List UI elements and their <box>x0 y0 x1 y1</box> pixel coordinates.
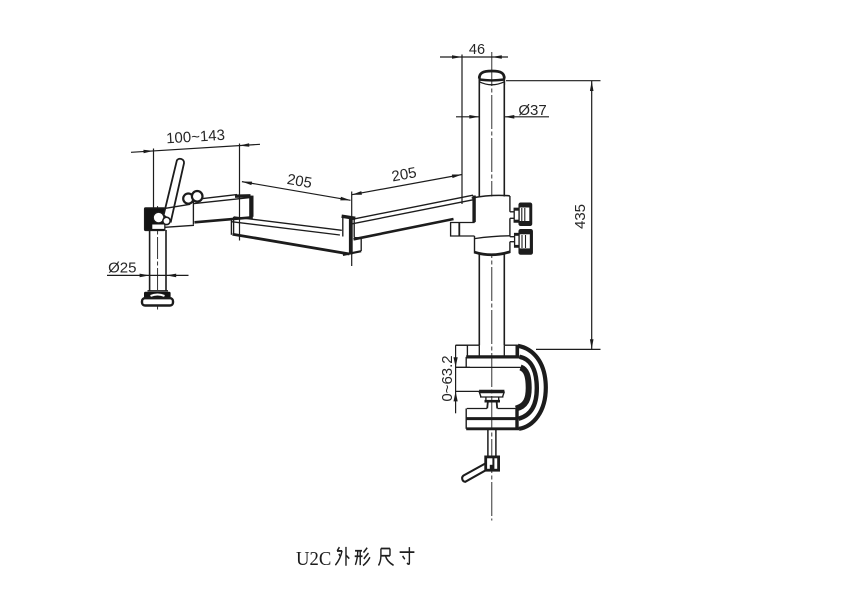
svg-text:205: 205 <box>390 164 418 185</box>
svg-text:0~63.2: 0~63.2 <box>439 355 456 401</box>
svg-text:435: 435 <box>572 204 589 229</box>
svg-text:U2C: U2C <box>296 548 331 570</box>
svg-text:205: 205 <box>286 171 314 192</box>
svg-text:Ø37: Ø37 <box>518 102 546 119</box>
svg-text:Ø25: Ø25 <box>108 260 136 277</box>
svg-text:100~143: 100~143 <box>166 127 226 148</box>
svg-text:46: 46 <box>469 42 485 58</box>
